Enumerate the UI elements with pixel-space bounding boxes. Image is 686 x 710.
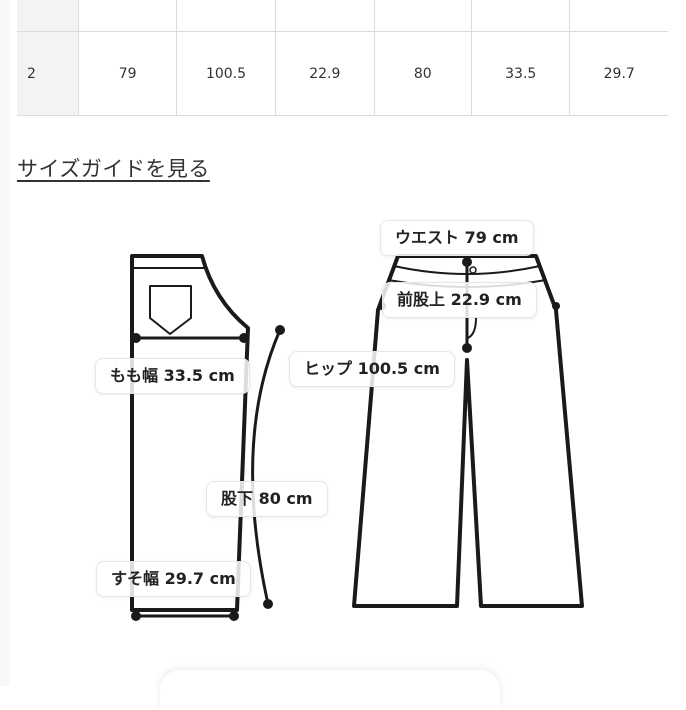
size-guide-link[interactable]: サイズガイドを見る (17, 157, 210, 181)
bottom-card (160, 670, 500, 710)
front-view-pants-outline (352, 254, 584, 608)
measurement-dots (131, 257, 560, 621)
front-rise-cell: 22.9 (275, 31, 375, 116)
inseam-line (251, 328, 282, 606)
header-cell (175, 0, 277, 32)
header-cell (373, 0, 472, 32)
measurement-diagram: ウエスト 79 cm 前股上 22.9 cm ヒップ 100.5 cm もも幅 … (0, 200, 686, 640)
table-header-row (17, 0, 668, 32)
inseam-cell: 80 (373, 31, 472, 116)
hem-label: すそ幅 29.7 cm (96, 561, 251, 597)
header-cell (470, 0, 571, 32)
hem-cell: 29.7 (569, 31, 668, 116)
pants-illustration (130, 254, 584, 621)
hip-label: ヒップ 100.5 cm (289, 351, 455, 387)
left-margin (0, 0, 10, 686)
inseam-label: 股下 80 cm (206, 481, 328, 517)
size-cell: 2 (17, 31, 80, 116)
table-row: 2 79 100.5 22.9 80 33.5 29.7 (17, 31, 668, 116)
header-cell (569, 0, 668, 32)
waist-label: ウエスト 79 cm (380, 220, 534, 256)
header-cell (275, 0, 375, 32)
header-cell (78, 0, 177, 32)
pocket-outline (149, 285, 192, 335)
size-table: 2 79 100.5 22.9 80 33.5 29.7 (17, 0, 668, 116)
thigh-label: もも幅 33.5 cm (95, 358, 250, 394)
waist-cell: 79 (78, 31, 177, 116)
front-rise-label: 前股上 22.9 cm (382, 282, 537, 318)
thigh-cell: 33.5 (470, 31, 571, 116)
hip-cell: 100.5 (175, 31, 277, 116)
side-view-pants-outline (130, 254, 250, 612)
header-cell (17, 0, 80, 32)
